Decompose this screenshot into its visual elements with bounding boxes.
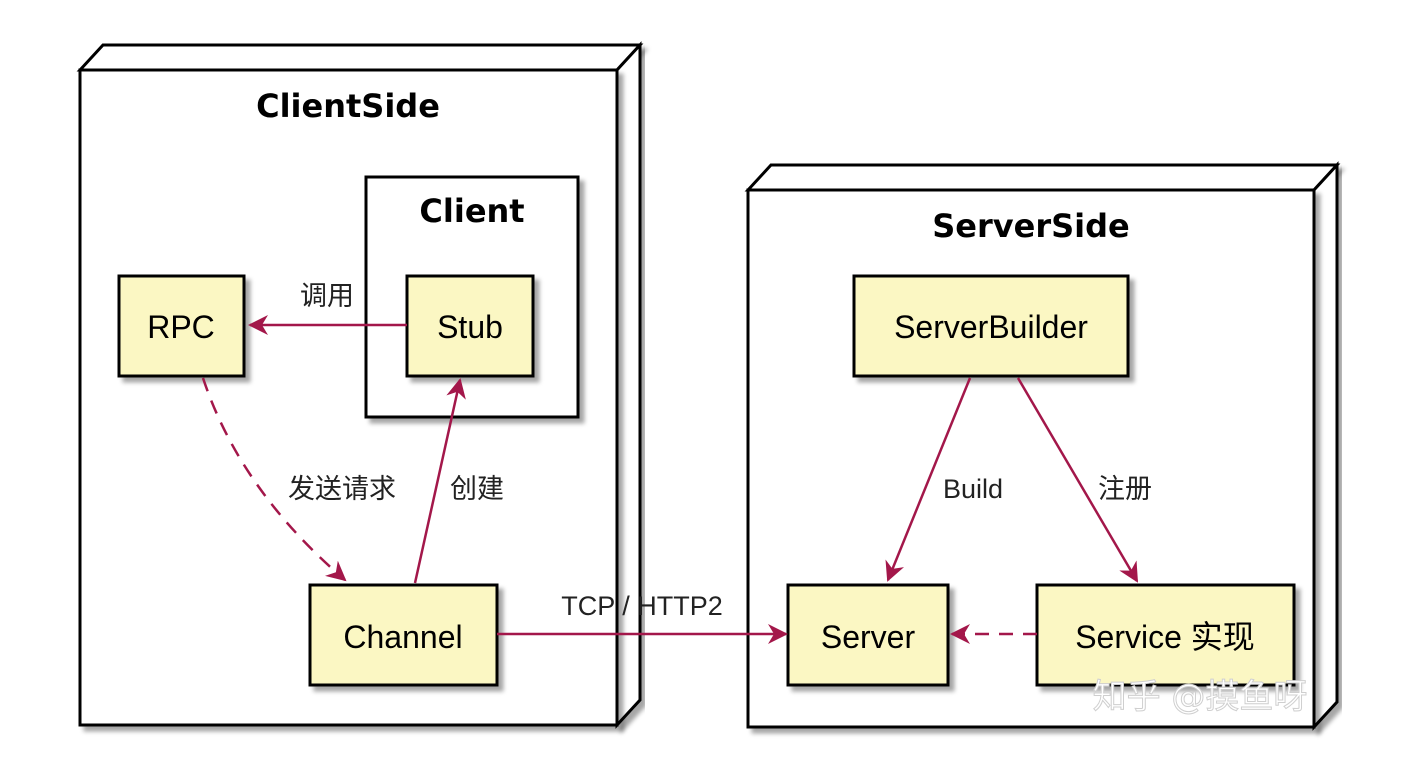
- edge-label-protocol: TCP / HTTP2: [561, 591, 723, 621]
- component-service: Service 实现: [1035, 583, 1296, 687]
- edge-channel-to-server: TCP / HTTP2: [497, 591, 788, 644]
- server-builder-label: ServerBuilder: [894, 309, 1088, 345]
- edge-builder-to-service: 注册: [1016, 377, 1152, 583]
- server-side-title: ServerSide: [932, 207, 1130, 245]
- server-label: Server: [821, 619, 916, 655]
- edge-stub-to-rpc: 调用: [248, 281, 407, 335]
- edge-label-register: 注册: [1098, 474, 1152, 504]
- client-side-title: ClientSide: [256, 87, 440, 125]
- component-channel: Channel: [308, 583, 499, 687]
- component-rpc: RPC: [117, 274, 246, 378]
- edge-label-call: 调用: [300, 281, 354, 311]
- edge-label-build: Build: [943, 474, 1003, 504]
- channel-label: Channel: [343, 619, 462, 655]
- edge-label-create: 创建: [450, 474, 504, 504]
- service-label: Service 实现: [1075, 619, 1255, 655]
- edge-label-send-request: 发送请求: [288, 474, 396, 504]
- component-server: Server: [786, 583, 950, 687]
- edge-builder-to-server: Build: [885, 377, 1003, 582]
- client-frame-title: Client: [419, 192, 524, 230]
- edge-rpc-to-channel: 发送请求: [201, 377, 396, 582]
- stub-label: Stub: [437, 309, 503, 345]
- component-server-builder: ServerBuilder: [852, 274, 1130, 378]
- watermark: 知乎 @摸鱼呀: [1093, 677, 1308, 717]
- component-stub: Stub: [405, 274, 535, 378]
- edge-channel-to-stub: 创建: [413, 378, 504, 584]
- rpc-label: RPC: [147, 309, 215, 345]
